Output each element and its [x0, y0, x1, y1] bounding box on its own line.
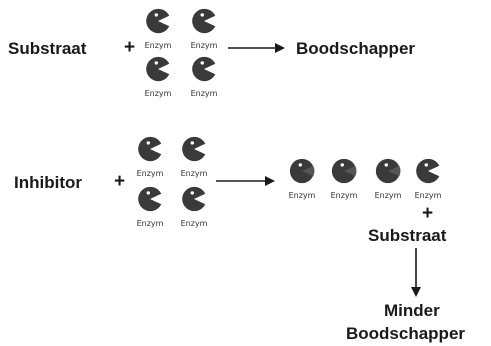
- enzyme-icon: Enzym: [186, 8, 222, 50]
- messenger-label: Boodschapper: [296, 40, 415, 57]
- arrow-right-icon: [216, 175, 276, 187]
- plus-sign: +: [124, 38, 135, 57]
- blocked-enzyme-icon: Enzym: [370, 158, 406, 200]
- enzyme-icon: Enzym: [140, 8, 176, 50]
- blocked-enzyme-icon: Enzym: [326, 158, 362, 200]
- plus-sign: +: [114, 172, 125, 191]
- enzyme-icon: Enzym: [410, 158, 446, 200]
- plus-sign: +: [422, 204, 433, 223]
- enzyme-icon: Enzym: [132, 136, 168, 178]
- arrow-right-icon: [228, 42, 286, 54]
- result-label-line1: Minder: [384, 302, 440, 319]
- enzyme-icon: Enzym: [176, 136, 212, 178]
- arrow-down-icon: [410, 248, 422, 298]
- enzyme-icon: Enzym: [132, 186, 168, 228]
- inhibitor-label: Inhibitor: [14, 174, 82, 191]
- result-label-line2: Boodschapper: [346, 325, 465, 342]
- enzyme-icon: Enzym: [176, 186, 212, 228]
- blocked-enzyme-icon: Enzym: [284, 158, 320, 200]
- substrate-label: Substraat: [368, 227, 446, 244]
- substrate-label: Substraat: [8, 40, 86, 57]
- enzyme-icon: Enzym: [140, 56, 176, 98]
- enzyme-icon: Enzym: [186, 56, 222, 98]
